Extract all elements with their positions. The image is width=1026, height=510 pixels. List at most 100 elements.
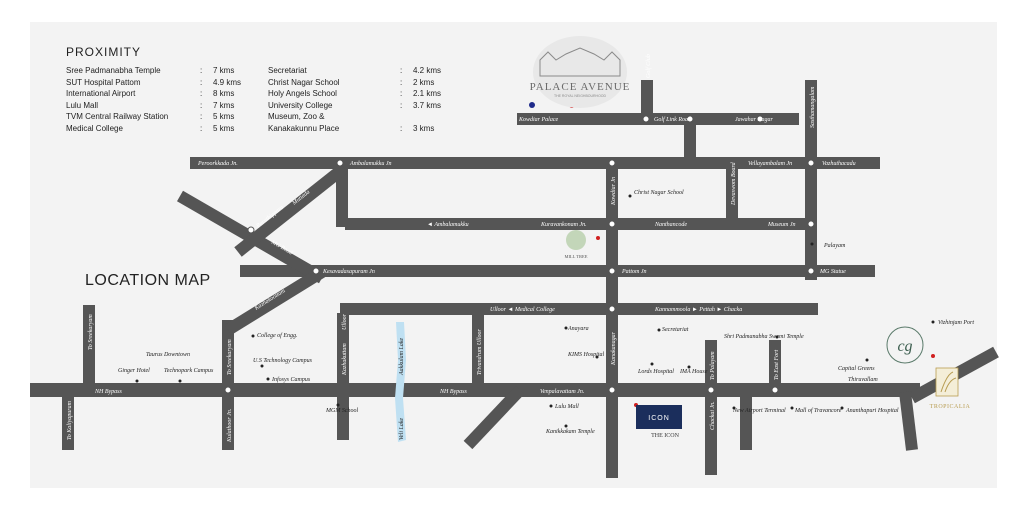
prox-right-place: University College	[268, 100, 333, 110]
dot-lords	[650, 362, 654, 366]
label-kannammoola: Kannammoola ► Pettah ► Chacka	[654, 307, 742, 313]
road-kazhakuttam-south	[337, 390, 349, 440]
prox-left-dist: 8 kms	[213, 89, 235, 98]
dot-anayara	[564, 326, 568, 330]
label-chackai: Chackai Jn.	[710, 401, 716, 430]
label-to-east-fort: To East Fort	[774, 350, 780, 380]
label-mg-statue: MG Statue	[819, 269, 846, 275]
aakkulam-lake	[395, 322, 406, 442]
road-kuravankonam	[345, 218, 813, 230]
prox-right-dist: 4.2 kms	[413, 66, 442, 75]
palace-building-icon	[539, 47, 621, 77]
label-kims: KIMS Hospital	[567, 352, 605, 358]
proximity-title: PROXIMITY	[66, 45, 142, 59]
proximity-row: Sree Padmanabha Temple : 7 kms Secretari…	[66, 65, 441, 77]
label-to-sreekaryam-2: To Sreekaryam	[227, 339, 233, 375]
label-to-sreekaryam-1: To Sreekaryam	[88, 314, 94, 350]
road-kowdiar-palace	[517, 113, 799, 125]
prox-left-sep: :	[200, 89, 203, 98]
label-devaswom: Devaswom Board	[731, 161, 737, 206]
prox-right-place: Museum, Zoo &	[268, 112, 325, 121]
label-technopark: Technopark Campus	[164, 368, 214, 374]
label-to-palayam: To Palayam	[710, 351, 716, 380]
label-golf-club: Golf Club	[645, 54, 652, 78]
junction-vazhuthacadu	[807, 159, 815, 167]
road-to-east-fort	[769, 340, 781, 390]
tropicalia-logo: TROPICALIA	[930, 367, 970, 410]
label-mgm: MGM School	[325, 408, 358, 414]
proximity-row: Lulu Mall : 7 kms University College : 3…	[66, 100, 441, 112]
prox-left-dist: 7 kms	[213, 66, 235, 75]
label-aakkulam: Aakkulam Lake	[399, 338, 405, 376]
dot-kims	[595, 355, 599, 359]
label-lords: Lords Hospital	[637, 369, 674, 375]
road-chackai-south	[740, 390, 752, 450]
prox-left-place: Lulu Mall	[66, 100, 99, 110]
proximity-row: International Airport : 8 kms Holy Angel…	[66, 88, 441, 100]
dot-technopark	[178, 379, 182, 383]
cg-logo-circle	[886, 326, 924, 364]
junction-golf-link	[686, 115, 694, 123]
road-kesavadasapuram	[240, 265, 875, 277]
dot-palayam	[810, 242, 814, 246]
prox-right-dist: 2.1 kms	[413, 89, 442, 98]
junction-medical-college	[608, 305, 616, 313]
road-golf-link-link	[684, 120, 696, 160]
label-ambalamukku-jn: Ambalamukku Jn	[349, 161, 392, 167]
label-ginger: Ginger Hotel	[118, 368, 150, 374]
dot-christ-nagar	[628, 194, 632, 198]
road-golf-club	[641, 80, 653, 120]
road-kazhakoottam-diag	[224, 266, 326, 336]
junction-mg-statue	[807, 267, 815, 275]
junction-east-fort	[771, 386, 779, 394]
icon-logo-text: ICON	[648, 415, 670, 422]
junction-ambalamukku	[336, 159, 344, 167]
mill-tree-logo: MILL TREE	[564, 230, 588, 259]
junction-kowdiar	[608, 159, 616, 167]
label-mall-trav: Mall of Travancore	[794, 407, 842, 414]
label-vizhinjam: Vizhinjam Port	[938, 320, 974, 326]
palace-avenue-logo: PALACE AVENUE THE ROYAL NEIGHBOURHOOD	[530, 36, 629, 108]
prox-right-sep: :	[400, 89, 403, 98]
label-lulu: Lulu Mall	[554, 404, 579, 410]
the-icon-logo: ICON THE ICON	[636, 405, 682, 439]
label-trivandrum: Trivandrum Ulloor	[477, 328, 483, 375]
label-jawahar: Jawahar Nagar	[735, 117, 774, 123]
label-ambalamukku: ◄ Ambalamukku	[427, 222, 469, 228]
junction-kuravankonam	[608, 220, 616, 228]
junction-chackai	[707, 386, 715, 394]
label-christ-nagar: Christ Nagar School	[634, 190, 684, 196]
label-palayam: Palayam	[823, 243, 846, 249]
label-infosys: Infosys Campus	[271, 376, 311, 383]
road-kulathoor	[222, 320, 234, 450]
marker-blue	[529, 102, 535, 108]
prox-left-place: International Airport	[66, 89, 136, 98]
proximity-row: TVM Central Railway Station : 5 kms Muse…	[66, 111, 441, 123]
prox-right-dist: 2 kms	[413, 77, 435, 87]
label-sasthamangalam: Sasthamangalam	[810, 86, 816, 128]
roads	[30, 80, 920, 478]
road-lulu-diag	[463, 385, 525, 450]
prox-right-sep: :	[400, 66, 403, 75]
junction-venpalavattam	[608, 386, 616, 394]
palace-logo-tag: THE ROYAL NEIGHBOURHOOD	[554, 94, 607, 98]
prox-left-sep: :	[200, 112, 203, 121]
label-peroorkkada: Peroorkkada Jn.	[197, 161, 238, 167]
label-kesavadasapuram: Kesavadasapuram Jn	[322, 269, 375, 275]
prox-right-place: Holy Angels School	[268, 89, 337, 98]
prox-left-place: SUT Hospital Pattom	[66, 77, 141, 87]
road-paruthippara	[234, 163, 348, 257]
label-kowdiar-palace: Kowdiar Palace	[518, 117, 559, 123]
prox-right-dist	[413, 111, 441, 123]
road-thiruvallam-south	[899, 391, 918, 451]
prox-right-place: Secretariat	[268, 66, 307, 75]
dot-college-engg	[251, 334, 255, 338]
dot-ananthapuri	[840, 406, 844, 410]
junction-museum	[807, 220, 815, 228]
junction-jawahar	[756, 115, 764, 123]
road-ambalamukku-vertical	[336, 165, 348, 227]
label-kowdiar-jn: Kowdiar Jn	[611, 177, 617, 206]
road-peroorkkada	[190, 157, 880, 169]
label-venpalavattam: Venpalavattam Jn.	[540, 389, 584, 395]
